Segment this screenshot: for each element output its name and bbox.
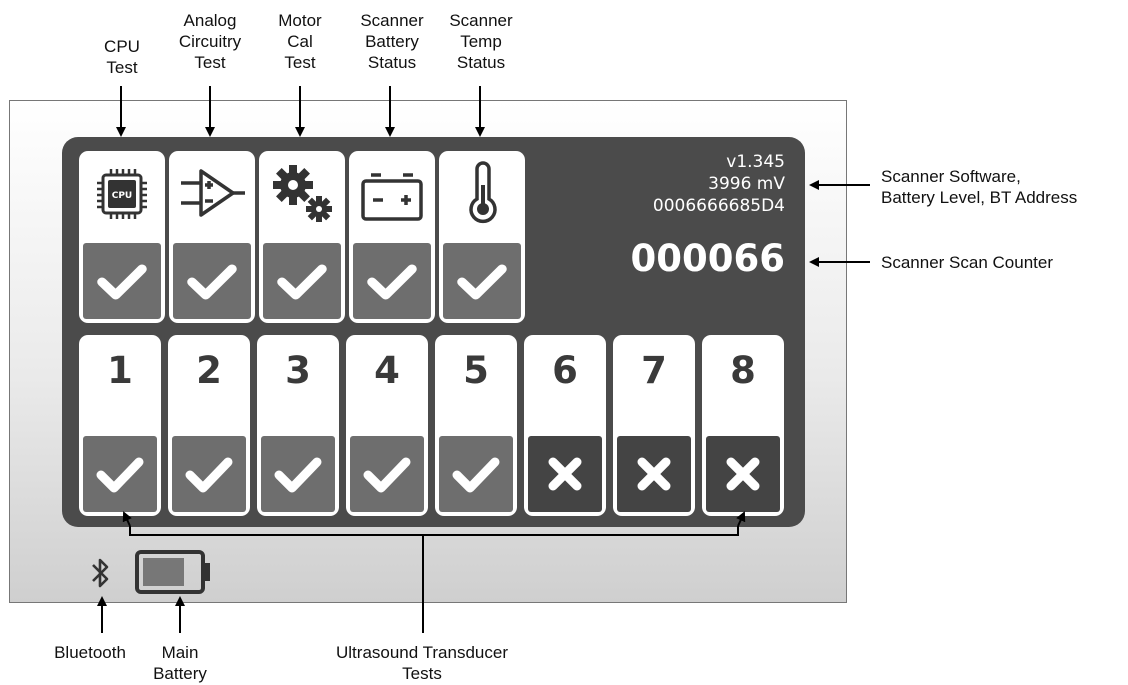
main-battery-level <box>143 558 184 586</box>
transducer-number: 1 <box>107 349 133 392</box>
motor-cal-test-status <box>263 243 341 319</box>
transducer-number: 4 <box>374 349 400 392</box>
temp-status <box>443 243 521 319</box>
tile-analog-test <box>169 151 255 323</box>
transducer-status <box>172 436 246 512</box>
scanner-screen: CPU <box>62 137 805 527</box>
transducer-status <box>83 436 157 512</box>
software-info: v1.345 3996 mV 0006666685D4 <box>653 151 785 217</box>
label-software-info: Scanner Software,Battery Level, BT Addre… <box>881 167 1078 207</box>
transducer-status <box>261 436 335 512</box>
check-icon <box>83 243 161 319</box>
cross-icon <box>617 436 691 512</box>
check-icon <box>353 243 431 319</box>
transducer-status <box>350 436 424 512</box>
check-icon <box>173 243 251 319</box>
battery-millivolts: 3996 mV <box>708 174 785 194</box>
check-icon <box>261 436 335 512</box>
transducer-5: 5 <box>435 335 517 516</box>
check-icon <box>443 243 521 319</box>
transducer-number: 8 <box>730 349 756 392</box>
check-icon <box>263 243 341 319</box>
transducer-status <box>706 436 780 512</box>
tile-scanner-temp-status <box>439 151 525 323</box>
cross-icon <box>706 436 780 512</box>
cpu-chip-label: CPU <box>112 191 133 201</box>
cpu-icon: CPU <box>97 169 147 219</box>
check-icon <box>83 436 157 512</box>
transducer-6: 6 <box>524 335 606 516</box>
tile-cpu-test: CPU <box>79 151 165 323</box>
cross-icon <box>528 436 602 512</box>
transducer-number: 5 <box>463 349 489 392</box>
transducer-3: 3 <box>257 335 339 516</box>
transducer-status <box>617 436 691 512</box>
software-version: v1.345 <box>726 152 785 172</box>
amplifier-icon <box>181 169 245 217</box>
battery-status <box>353 243 431 319</box>
thermometer-icon <box>469 161 497 224</box>
transducer-number: 2 <box>196 349 222 392</box>
transducer-7: 7 <box>613 335 695 516</box>
transducer-1: 1 <box>79 335 161 516</box>
check-icon <box>439 436 513 512</box>
label-bluetooth: Bluetooth <box>54 643 126 662</box>
label-scan-counter: Scanner Scan Counter <box>881 253 1053 272</box>
gears-icon <box>273 165 332 222</box>
battery-icon <box>361 173 423 221</box>
transducer-status <box>528 436 602 512</box>
transducer-number: 3 <box>285 349 311 392</box>
main-battery-icon <box>135 550 210 594</box>
cpu-test-status <box>83 243 161 319</box>
analog-test-status <box>173 243 251 319</box>
tile-motor-cal-test <box>259 151 345 323</box>
scan-counter: 000066 <box>630 237 785 280</box>
bluetooth-icon <box>92 558 109 588</box>
bt-address: 0006666685D4 <box>652 196 785 216</box>
transducer-number: 6 <box>552 349 578 392</box>
check-icon <box>172 436 246 512</box>
transducer-8: 8 <box>702 335 784 516</box>
transducer-status <box>439 436 513 512</box>
tile-scanner-battery-status <box>349 151 435 323</box>
transducer-2: 2 <box>168 335 250 516</box>
check-icon <box>350 436 424 512</box>
transducer-bracket <box>129 526 739 536</box>
transducer-4: 4 <box>346 335 428 516</box>
transducer-number: 7 <box>641 349 667 392</box>
